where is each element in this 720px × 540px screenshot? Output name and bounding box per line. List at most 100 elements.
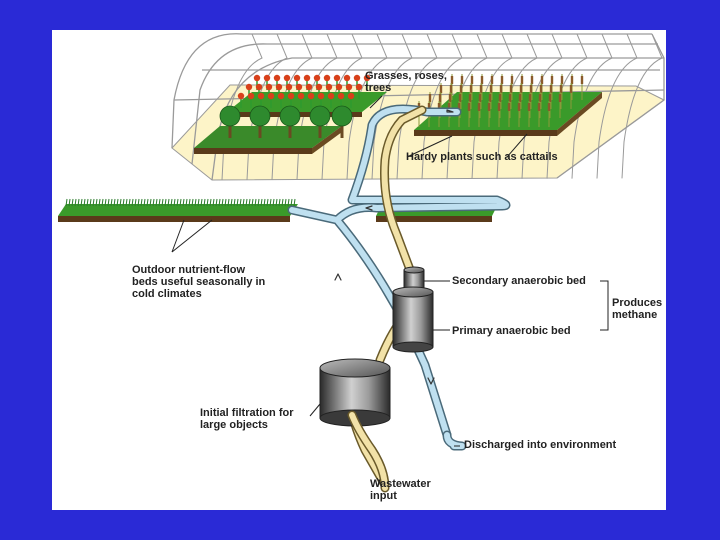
leader-filtration [309,403,321,417]
cattail-head [508,94,512,102]
grass-blade [140,198,143,207]
bed-soil-front [194,148,312,154]
cattail-head [498,94,502,102]
rose-flower [293,74,301,82]
methane-bracket [600,280,609,331]
cattail-head [480,76,484,84]
cattail-head [530,76,534,84]
cattail-head [458,94,462,102]
grass-blade [152,198,155,207]
rose-flower [285,83,293,91]
cattail-head [427,103,431,111]
rose-flower [263,74,271,82]
grass-blade [65,198,68,207]
cattail-head [460,76,464,84]
grass-blade [293,198,296,207]
grass-blade [191,198,194,207]
rose-flower [295,83,303,91]
rose-flower [275,83,283,91]
grass-blade [287,198,290,207]
grass-blade [86,198,89,207]
grass-blade [188,198,191,207]
rose-flower [297,92,305,100]
cattail-head [520,76,524,84]
rose-flower [247,92,255,100]
rose-flower [355,83,363,91]
grass-blade [119,198,122,207]
grass-blade [176,198,179,207]
cattail-head [470,76,474,84]
greenhouse-rib [471,33,513,180]
cattail-head [499,85,503,93]
greenhouse-rib [396,33,438,180]
outdoor-left-grass [65,198,296,207]
grass-blade [92,198,95,207]
grass-blade [158,198,161,207]
cattail-head [469,85,473,93]
rose-flower [283,74,291,82]
grass-blade [230,198,233,207]
grass-blade [284,198,287,207]
rose-flower [313,74,321,82]
cattail-head [487,103,491,111]
greenhouse-rib [496,33,538,179]
grass-blade [227,198,230,207]
rose-flower [333,74,341,82]
label-discharged: Discharged into environment [464,439,617,451]
leader-outdoor-2 [171,219,213,253]
rose-flower [277,92,285,100]
grass-blade [170,198,173,207]
rose-flower [325,83,333,91]
rose-flower [257,92,265,100]
cattail-head [467,103,471,111]
greenhouse-rib [596,33,638,179]
tree-canopy [219,105,241,127]
cattail-head [479,85,483,93]
rose-flower [323,74,331,82]
rose-flower [307,92,315,100]
cattail-head [477,103,481,111]
cattail-head [537,103,541,111]
grass-blade [269,198,272,207]
cattail-head [528,94,532,102]
label-outdoor-beds: Outdoor nutrient-flow beds useful season… [132,264,266,300]
cattail-head [548,94,552,102]
rose-flower [315,83,323,91]
grass-blade [263,198,266,207]
cattail-head [580,76,584,84]
rose-flower [327,92,335,100]
grass-blade [242,198,245,207]
grass-blade [122,198,125,207]
cattail-head [539,85,543,93]
rose-flower [345,83,353,91]
rose-flower [317,92,325,100]
grass-blade [113,198,116,207]
label-wastewater: Wastewater input [370,478,431,502]
cattail-head [468,94,472,102]
rose-flower [255,83,263,91]
cattail-head [510,76,514,84]
grass-blade [212,198,215,207]
label-filtration: Initial filtration for large objects [200,407,294,431]
grass-blade [194,198,197,207]
greenhouse-rib [346,33,388,180]
grass-blade [257,198,260,207]
cattail-head [518,94,522,102]
cattail-head [437,103,441,111]
tree-trunk [318,124,322,138]
grass-blade [245,198,248,207]
primary-anaerobic-tank [392,286,434,353]
rose-flower [245,83,253,91]
grass-blade [209,198,212,207]
leader-grasses [369,95,383,109]
cattail-head [438,94,442,102]
grass-blade [221,198,224,207]
label-secondary-bed: Secondary anaerobic bed [452,275,586,287]
cattail-head [507,103,511,111]
tree-trunk [340,124,344,138]
outdoor-left-soil [58,216,290,222]
label-hardy-plants: Hardy plants such as cattails [406,151,558,163]
leader-lines [171,95,609,487]
grass-blade [251,198,254,207]
cattail-head [509,85,513,93]
